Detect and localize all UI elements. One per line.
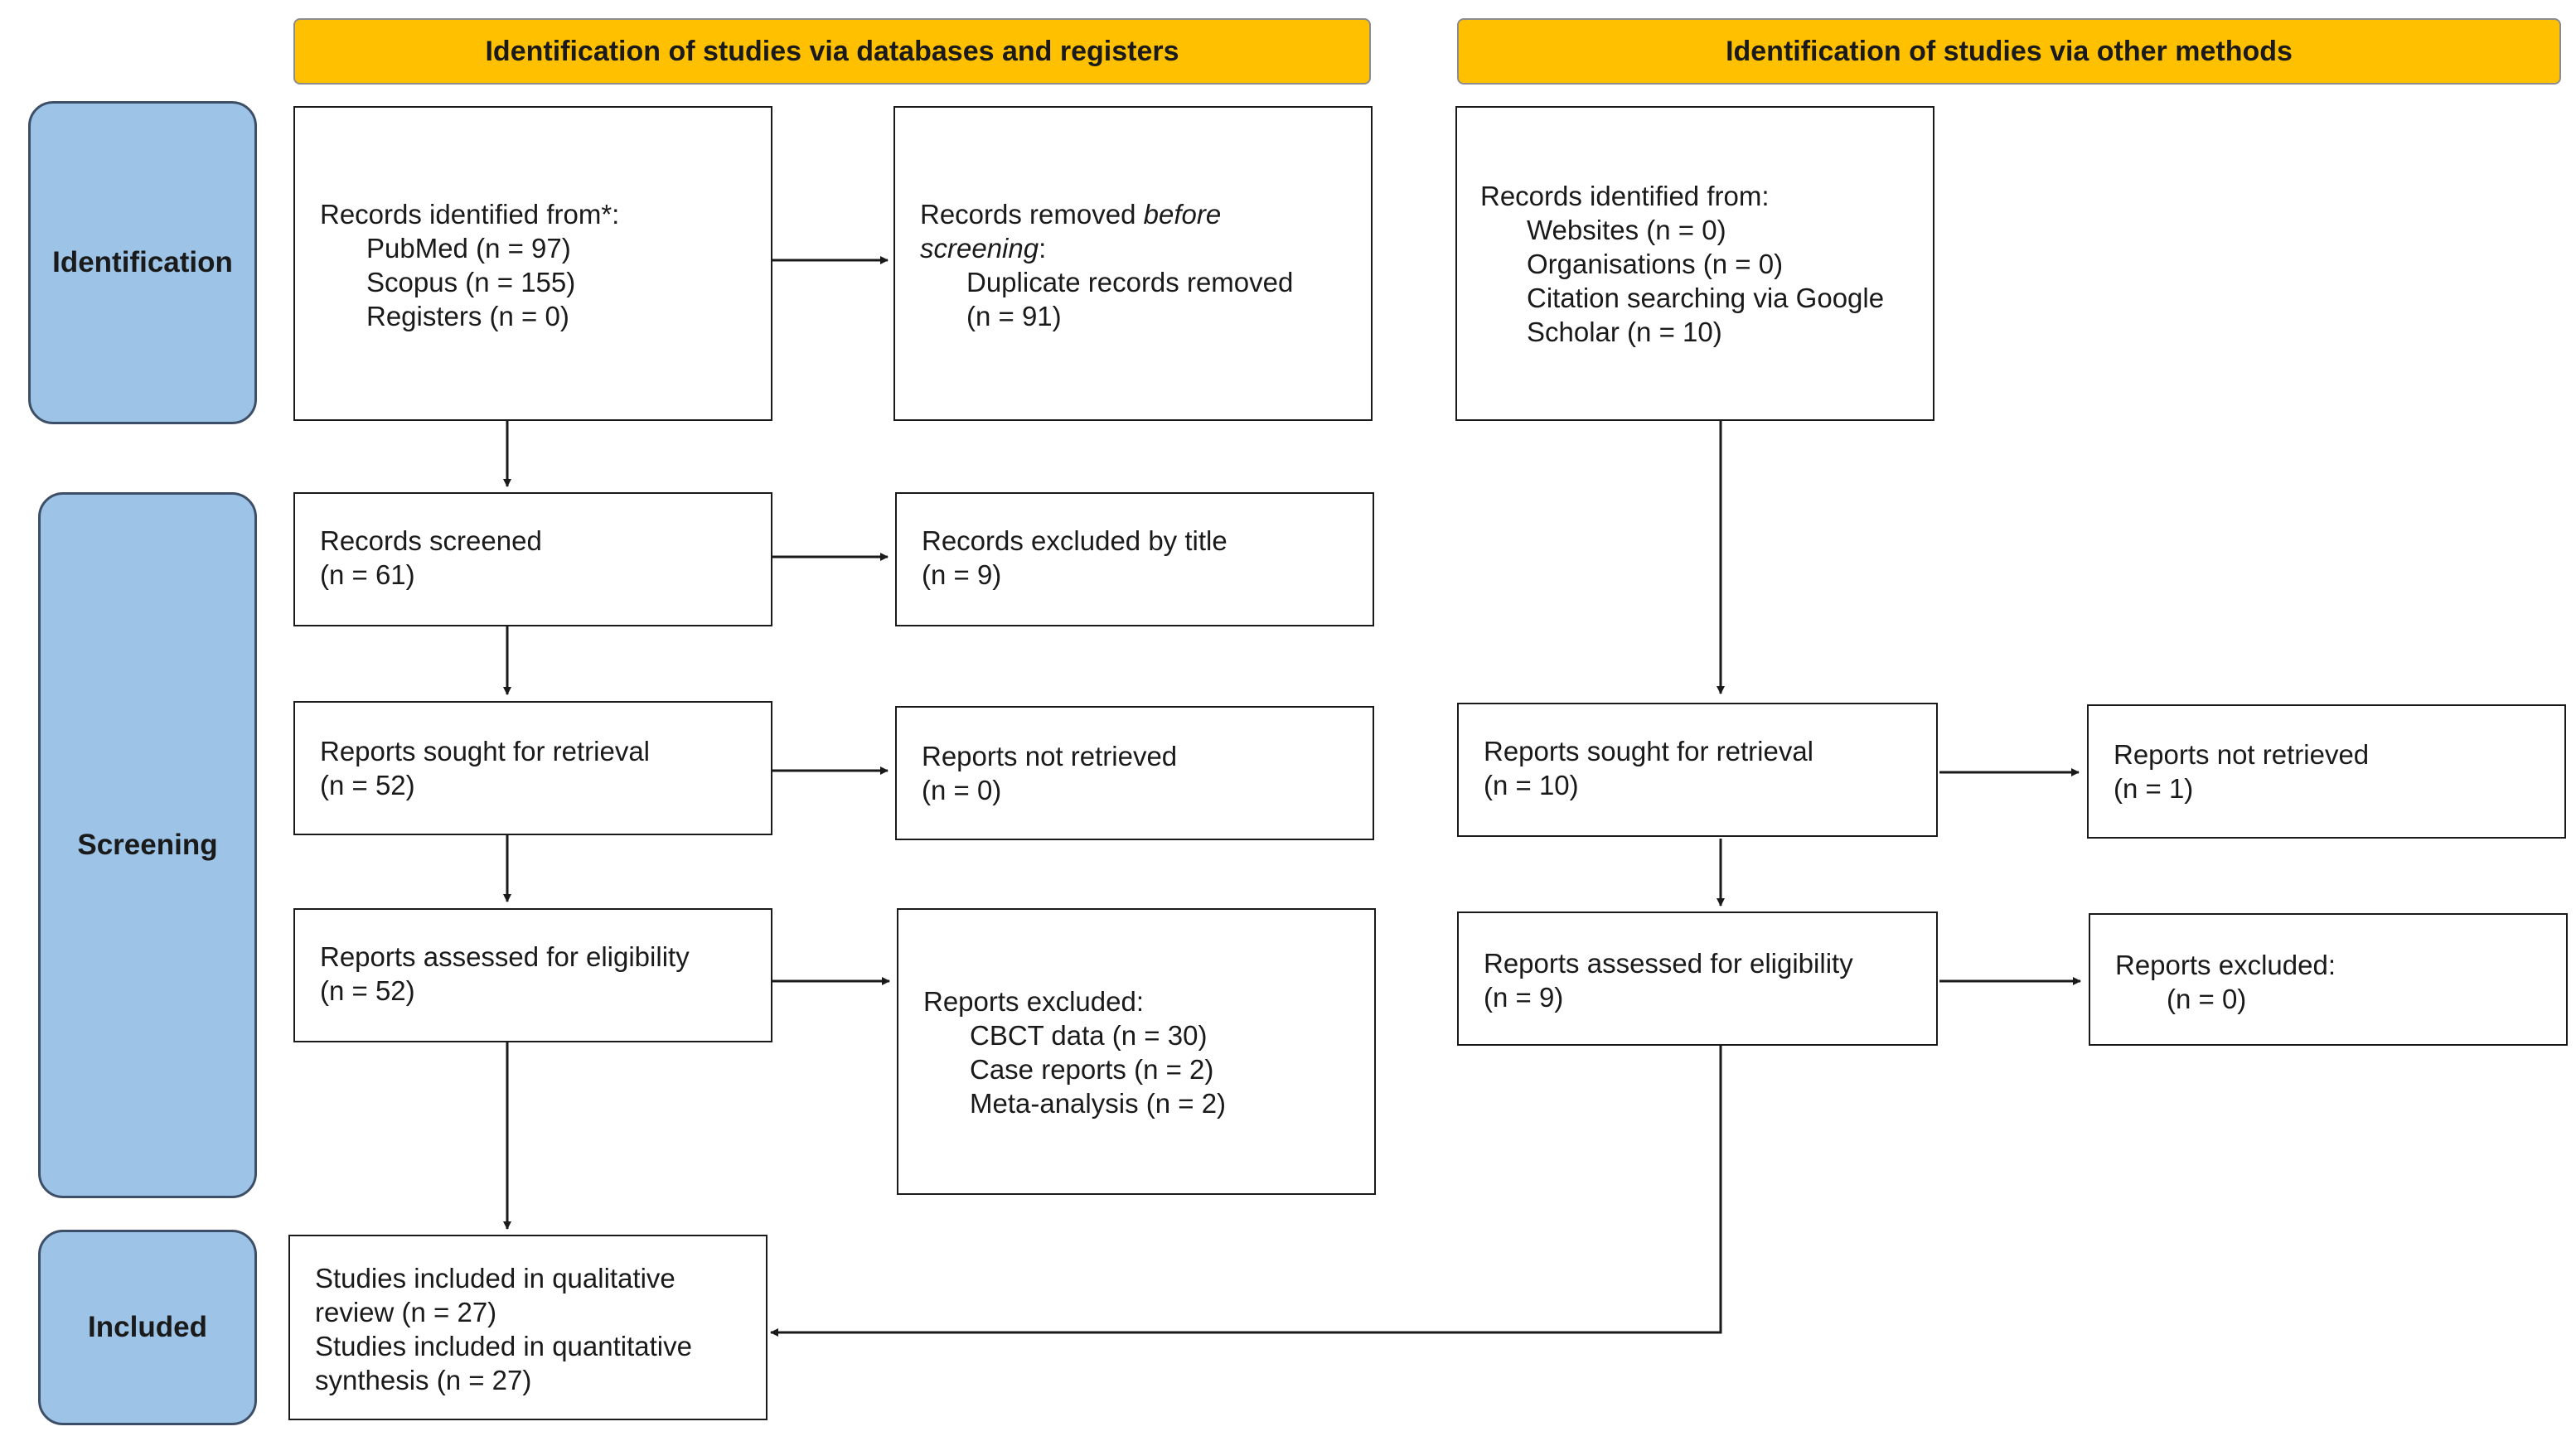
records-identified-title: Records identified from*: (320, 199, 620, 230)
box-reports-excluded: Reports excluded: CBCT data (n = 30) Cas… (897, 908, 1376, 1195)
box-other-reports-not-retrieved: Reports not retrieved (n = 1) (2087, 704, 2566, 839)
box-reports-sought: Reports sought for retrieval (n = 52) (293, 701, 772, 835)
box-records-identified: Records identified from*: PubMed (n = 97… (293, 106, 772, 421)
box-other-reports-excluded: Reports excluded: (n = 0) (2089, 913, 2568, 1046)
box-other-reports-sought: Reports sought for retrieval (n = 10) (1457, 703, 1938, 837)
other-reports-not-retrieved-title: Reports not retrieved (2114, 739, 2370, 770)
reports-sought-title: Reports sought for retrieval (320, 736, 651, 766)
records-removed-title-plain: Records removed (920, 199, 1144, 230)
phase-identification: Identification (28, 101, 257, 424)
duplicates-removed-label: Duplicate records removed (966, 267, 1294, 297)
records-removed-title-colon: : (1039, 233, 1047, 264)
phase-screening-label: Screening (77, 829, 218, 861)
header-databases-label: Identification of studies via databases … (485, 35, 1179, 67)
records-excluded-title-count: (n = 9) (922, 559, 1002, 590)
reports-excluded-title: Reports excluded: (923, 986, 1144, 1017)
other-records-websites: Websites (n = 0) (1527, 215, 1726, 245)
studies-included-line-1: Studies included in qualitative (315, 1263, 675, 1294)
reports-sought-count: (n = 52) (320, 770, 415, 800)
records-identified-scopus: Scopus (n = 155) (366, 267, 576, 297)
other-records-citation-2: Scholar (n = 10) (1527, 317, 1722, 347)
box-records-removed: Records removed before screening: Duplic… (893, 106, 1373, 421)
records-screened-title: Records screened (320, 525, 542, 556)
reports-excluded-cbct: CBCT data (n = 30) (970, 1020, 1208, 1051)
other-records-organisations: Organisations (n = 0) (1527, 249, 1784, 279)
records-screened-count: (n = 61) (320, 559, 415, 590)
phase-included-label: Included (88, 1311, 207, 1343)
other-reports-excluded-title: Reports excluded: (2115, 950, 2336, 980)
reports-not-retrieved-count: (n = 0) (922, 775, 1002, 805)
box-records-excluded-title: Records excluded by title (n = 9) (895, 492, 1374, 626)
box-other-reports-assessed: Reports assessed for eligibility (n = 9) (1457, 912, 1938, 1046)
records-removed-title-italic-2: screening (920, 233, 1039, 264)
reports-excluded-meta: Meta-analysis (n = 2) (970, 1088, 1227, 1119)
records-identified-pubmed: PubMed (n = 97) (366, 233, 571, 264)
records-removed-title: Records removed before (920, 197, 1358, 231)
other-records-citation-1: Citation searching via Google (1527, 283, 1885, 313)
box-reports-not-retrieved: Reports not retrieved (n = 0) (895, 706, 1374, 840)
phase-included: Included (38, 1230, 257, 1425)
records-identified-registers: Registers (n = 0) (366, 301, 569, 331)
box-reports-assessed: Reports assessed for eligibility (n = 52… (293, 908, 772, 1042)
studies-included-line-4: synthesis (n = 27) (315, 1365, 532, 1395)
reports-assessed-title: Reports assessed for eligibility (320, 941, 690, 972)
header-other-methods: Identification of studies via other meth… (1457, 18, 2561, 85)
reports-not-retrieved-title: Reports not retrieved (922, 741, 1178, 771)
studies-included-line-3: Studies included in quantitative (315, 1331, 692, 1361)
other-reports-excluded-count: (n = 0) (2167, 984, 2247, 1014)
box-records-screened: Records screened (n = 61) (293, 492, 772, 626)
reports-excluded-case: Case reports (n = 2) (970, 1054, 1214, 1085)
other-reports-sought-title: Reports sought for retrieval (1484, 736, 1814, 766)
studies-included-line-2: review (n = 27) (315, 1297, 497, 1327)
box-studies-included: Studies included in qualitative review (… (288, 1235, 767, 1420)
other-reports-not-retrieved-count: (n = 1) (2114, 773, 2194, 804)
box-other-records-identified: Records identified from: Websites (n = 0… (1455, 106, 1934, 421)
records-removed-title-italic: before (1143, 199, 1222, 230)
other-records-identified-title: Records identified from: (1480, 181, 1770, 211)
header-other-methods-label: Identification of studies via other meth… (1726, 35, 2293, 67)
phase-screening: Screening (38, 492, 257, 1198)
other-reports-assessed-count: (n = 9) (1484, 982, 1564, 1013)
duplicates-removed-count: (n = 91) (966, 301, 1062, 331)
records-excluded-title-label: Records excluded by title (922, 525, 1227, 556)
other-reports-sought-count: (n = 10) (1484, 770, 1579, 800)
header-databases: Identification of studies via databases … (293, 18, 1371, 85)
reports-assessed-count: (n = 52) (320, 975, 415, 1006)
other-reports-assessed-title: Reports assessed for eligibility (1484, 948, 1853, 979)
phase-identification-label: Identification (52, 246, 233, 278)
